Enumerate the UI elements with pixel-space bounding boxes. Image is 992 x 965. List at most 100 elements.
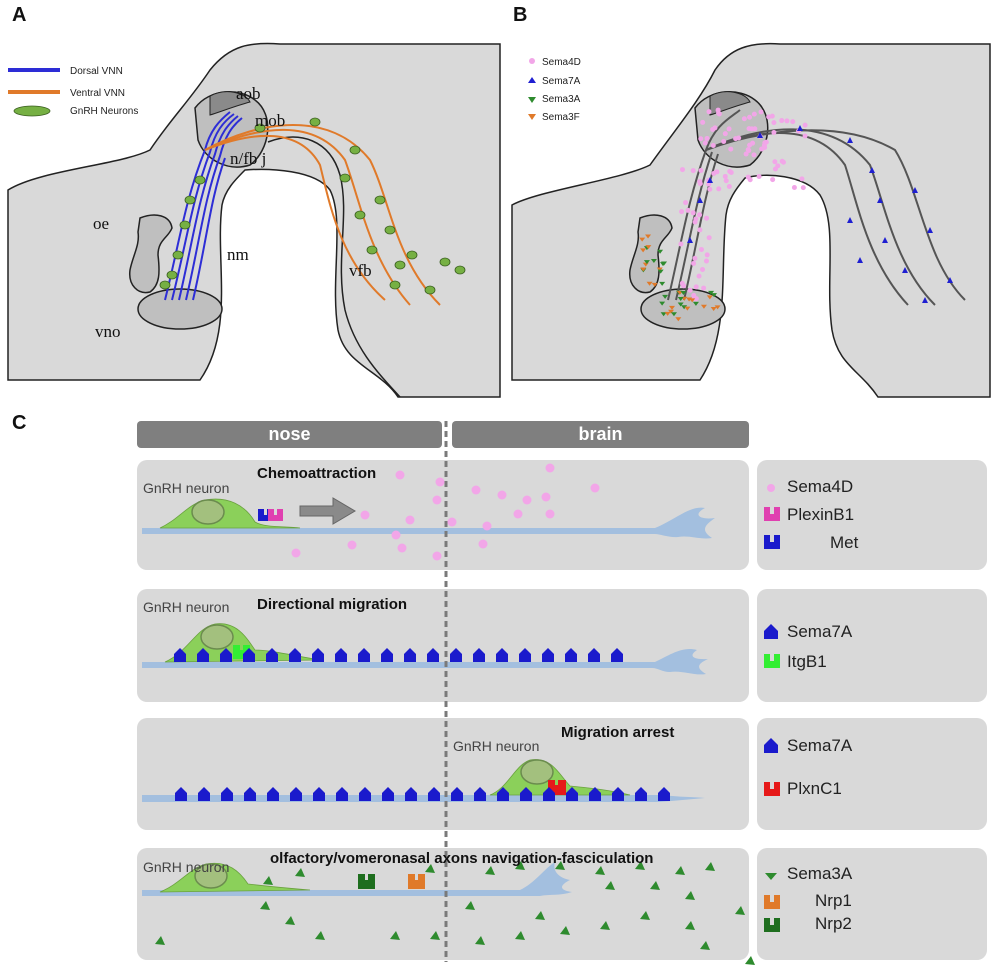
sema7a-marker [474, 787, 486, 801]
sema3-marker [711, 293, 718, 298]
sema4d-marker [751, 152, 757, 158]
nrp2-receptor [358, 874, 375, 889]
sema3-marker [645, 234, 652, 239]
gnrh-neurons-a [159, 117, 466, 295]
sema7a-marker [497, 787, 509, 801]
sema4d-marker [802, 122, 808, 128]
sema7a-marker [359, 787, 371, 801]
vno-shape-a [137, 288, 223, 330]
sema7a-marker [882, 237, 888, 243]
sema4d-marker [698, 136, 704, 142]
sema4d-dot [478, 539, 488, 549]
sema4d-marker [697, 212, 703, 218]
sema7a-marker [912, 187, 918, 193]
sema7a-marker [687, 237, 693, 243]
sema4d-marker [733, 136, 739, 142]
nuclei-c [191, 499, 554, 889]
label-oe: oe [93, 214, 109, 233]
sema4d-dot [497, 490, 507, 500]
sema3a-marker [705, 862, 715, 871]
sema3-marker [675, 317, 682, 322]
legend-text-ventral: Ventral VNN [70, 88, 125, 99]
sema7a-marker [589, 787, 601, 801]
dorsal-vnn-fibers [164, 111, 243, 301]
sema7a-marker [451, 787, 463, 801]
sema4d-marker [710, 143, 716, 149]
sema3-marker [708, 290, 715, 295]
sema7a-marker [847, 137, 853, 143]
nose-header-bar: nose [137, 421, 442, 448]
sema4d-marker [722, 173, 728, 179]
sema7a-marker [405, 787, 417, 801]
vno-shape-b [640, 288, 726, 330]
sema3a-marker [560, 926, 570, 935]
legend-c-sema3a-icon [765, 873, 777, 880]
sema3-marker [664, 311, 671, 316]
nrp1-receptor [408, 874, 425, 889]
sema7a-marker [450, 648, 462, 662]
row3-title: Migration arrest [561, 724, 675, 741]
sema4d-marker [681, 283, 687, 289]
gnrh-neurons-c [159, 498, 631, 893]
sema3-marker [657, 249, 664, 254]
row2-title: Directional migration [257, 596, 408, 613]
sema4d-dot [391, 530, 401, 540]
sema3a-marker [430, 931, 440, 940]
sema7a-marker [174, 648, 186, 662]
legend-text-sema3f: Sema3F [542, 112, 580, 123]
panel-letter-c: C [12, 412, 27, 434]
sema4d-marker [678, 241, 684, 247]
sema7a-marker [313, 787, 325, 801]
legend-sema3a-icon [528, 97, 536, 103]
sema7a-marker [565, 648, 577, 662]
sema4d-dot [432, 495, 442, 505]
sema3-marker [710, 307, 717, 312]
sema7a-marker [335, 648, 347, 662]
sema4d-marker [701, 285, 707, 291]
sema4d-dot [545, 463, 555, 473]
sema3a-marker [285, 916, 295, 925]
sema3-marker [677, 296, 684, 301]
sema3-marker [680, 290, 687, 295]
head-silhouette-a [7, 42, 501, 398]
sema7a-marker [922, 297, 928, 303]
sema4d-marker [712, 125, 718, 131]
sema4d-marker [679, 167, 685, 173]
legend-text-sema4d: Sema4D [542, 57, 581, 68]
anatomy-panels: Dorsal VNN Ventral VNN GnRH Neurons aob … [7, 42, 991, 398]
sema7a-marker [520, 787, 532, 801]
sema3-marker [639, 237, 646, 242]
sema7a-marker [658, 787, 670, 801]
sema3-marker [645, 245, 652, 250]
sema3a-marker [650, 881, 660, 890]
sema3-marker [692, 301, 699, 306]
sema7a-marker [519, 648, 531, 662]
sema7a-marker [221, 787, 233, 801]
sema4d-marker [704, 215, 710, 221]
sema3-marker [656, 267, 663, 272]
sema3a-marker [685, 921, 695, 930]
sema4d-dot [360, 510, 370, 520]
sema4d-marker [771, 120, 777, 126]
label-nfbj: n/fb j [230, 149, 266, 168]
sema4d-marker [692, 219, 698, 225]
label-vfb: vfb [349, 261, 372, 280]
sema4d-marker [715, 107, 721, 113]
legend-box-row3 [757, 718, 987, 830]
row4-title: olfactory/vomeronasal axons navigation-f… [270, 850, 654, 867]
legend-c-plexinb1-icon [764, 507, 780, 521]
sema4d-marker [723, 178, 729, 184]
sema4d-marker [691, 260, 697, 266]
sema3-marker [657, 269, 664, 274]
sema7a-marker [566, 787, 578, 801]
sema4d-dot [447, 517, 457, 527]
sema4d-marker [756, 173, 762, 179]
sema4d-marker [726, 126, 732, 132]
legend-gnrh-neuron-icon [13, 105, 51, 117]
sema7a-marker [542, 648, 554, 662]
sema7a-marker [289, 648, 301, 662]
sema4d-dot [291, 548, 301, 558]
oe-shape-a [129, 214, 173, 294]
sema7a-marker [902, 267, 908, 273]
